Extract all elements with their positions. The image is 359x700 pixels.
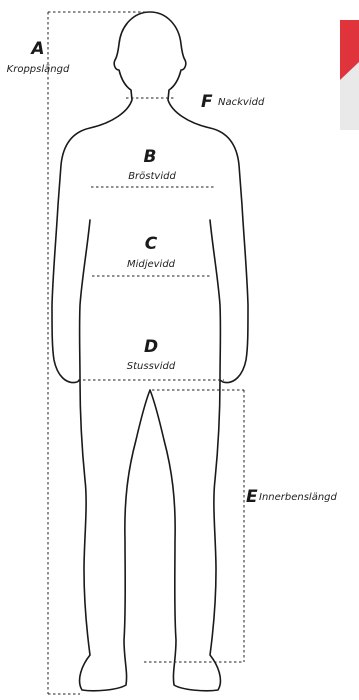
kroppslangd-letter: A: [29, 39, 44, 59]
brostvidd-label: Bröstvidd: [128, 171, 176, 182]
innerbenslangd-letter: E: [246, 487, 258, 507]
nackvidd-label: Nackvidd: [218, 97, 265, 108]
stussvidd-letter: D: [144, 337, 158, 357]
stussvidd-label: Stussvidd: [127, 361, 176, 372]
midjevidd-label: Midjevidd: [127, 259, 176, 270]
midjevidd-letter: C: [145, 234, 158, 254]
corner-graphic: [340, 20, 359, 130]
innerbenslangd-label: Innerbenslängd: [259, 492, 338, 503]
kroppslangd-label: Kroppslängd: [7, 64, 70, 75]
nackvidd-letter: F: [201, 92, 213, 112]
brostvidd-letter: B: [144, 147, 157, 167]
